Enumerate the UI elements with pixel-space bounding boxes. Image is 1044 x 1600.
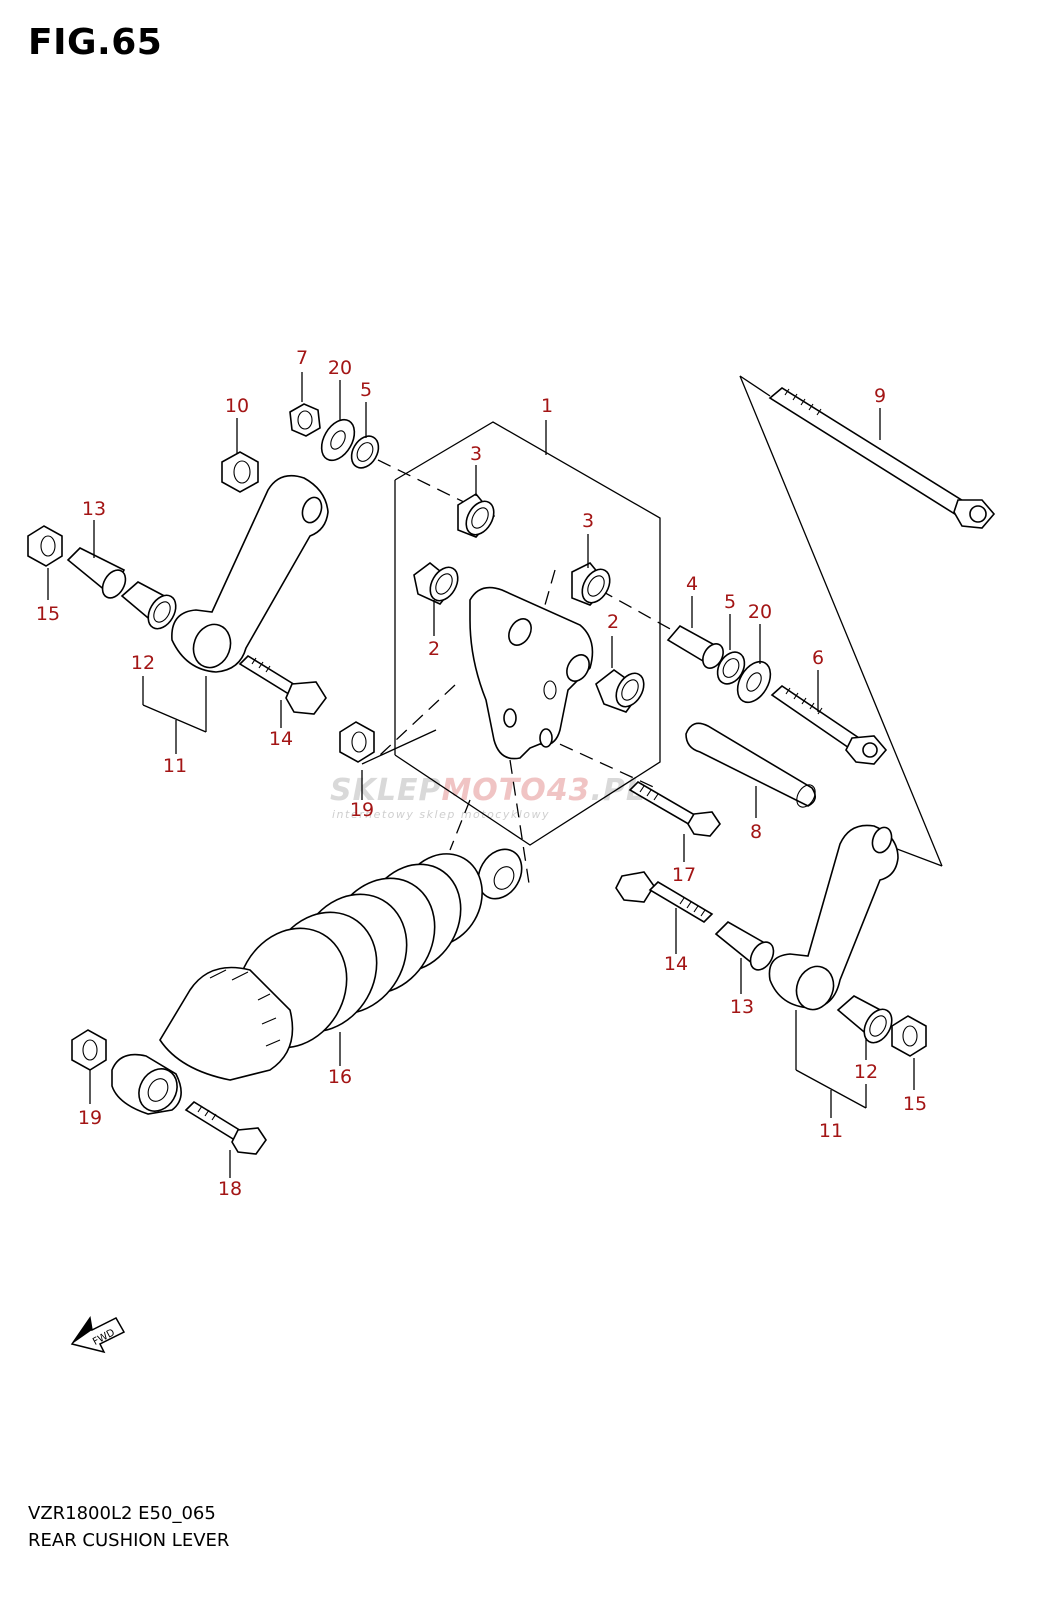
callout-11-right: 11 (819, 1120, 843, 1142)
part-1-group-outline (394, 421, 661, 846)
watermark-part1: SKLEP (330, 773, 441, 808)
leader-lines (47, 372, 915, 1178)
nut-15-right (891, 1015, 927, 1057)
callout-13-left: 13 (82, 498, 106, 520)
sleeve-4 (666, 624, 724, 669)
callout-13-right: 13 (730, 996, 754, 1018)
bolt-17 (628, 780, 721, 837)
callout-10: 10 (225, 395, 249, 417)
callout-3-upper: 3 (470, 443, 482, 465)
nut-19-lower (71, 1029, 107, 1071)
nut-7 (289, 403, 321, 437)
callout-6: 6 (812, 647, 824, 669)
bearing-3-upper (457, 492, 496, 538)
callout-8: 8 (750, 821, 762, 843)
bolt-long-9 (768, 387, 996, 529)
callout-2-right: 2 (607, 611, 619, 633)
callout-12-right: 12 (854, 1061, 878, 1083)
callouts: 1 2 2 3 3 4 5 5 6 7 8 9 10 11 11 12 12 1… (36, 347, 927, 1200)
bolt-6 (770, 684, 888, 765)
watermark: SKLEPMOTO43.PL internetowy sklep motocyk… (330, 773, 646, 821)
link-11-right (768, 824, 899, 1011)
model-code: VZR1800L2 E50_065 (28, 1503, 216, 1524)
forward-arrow-icon: FWD (70, 1316, 126, 1354)
bolt-14-left (238, 654, 327, 715)
nut-10 (221, 451, 259, 493)
callout-3-right: 3 (582, 510, 594, 532)
callout-14-right: 14 (664, 953, 688, 975)
callout-5-right: 5 (724, 591, 736, 613)
bearing-12-right (836, 995, 893, 1044)
callout-19-lower: 19 (78, 1107, 102, 1129)
tube-8 (685, 722, 816, 808)
callout-7: 7 (296, 347, 308, 369)
bearing-2-right (595, 669, 645, 713)
bearing-3-right (571, 561, 611, 606)
callout-18: 18 (218, 1178, 242, 1200)
callout-17: 17 (672, 864, 696, 886)
seal-5-right (716, 651, 746, 685)
collar-13-left (66, 547, 127, 599)
collar-13-right (714, 921, 775, 971)
seal-5-left (350, 435, 380, 469)
callout-1: 1 (541, 395, 553, 417)
callout-14-left: 14 (269, 728, 293, 750)
alignment-lines (377, 459, 691, 891)
figure-name: REAR CUSHION LEVER (28, 1530, 230, 1551)
watermark-part2: MOTO (441, 773, 546, 808)
figure-title: FIG.65 (28, 22, 163, 63)
nut-19-upper (339, 721, 375, 763)
callout-20-right: 20 (748, 601, 772, 623)
callout-2-left: 2 (428, 638, 440, 660)
washer-20-right (736, 660, 772, 704)
callout-12-left: 12 (131, 652, 155, 674)
link-11-left (171, 474, 329, 673)
callout-5-left: 5 (360, 379, 372, 401)
callout-19-upper: 19 (350, 799, 374, 821)
callout-20-left: 20 (328, 357, 352, 379)
svg-text:SKLEPMOTO43.PL: SKLEPMOTO43.PL (330, 773, 646, 808)
watermark-tagline: internetowy sklep motocyklowy (332, 808, 550, 821)
callout-15-right: 15 (903, 1093, 927, 1115)
watermark-part3: 43 (546, 773, 591, 808)
bolt-14-right (615, 871, 714, 924)
callout-9: 9 (874, 385, 886, 407)
bearing-2-left (413, 561, 459, 605)
callout-15-left: 15 (36, 603, 60, 625)
callout-16: 16 (328, 1066, 352, 1088)
bearing-12-left (120, 581, 177, 630)
nut-15-left (27, 525, 63, 567)
callout-11-left: 11 (163, 755, 187, 777)
shock-absorber-16 (111, 848, 523, 1115)
bolt-18 (184, 1100, 267, 1155)
callout-4: 4 (686, 573, 698, 595)
cushion-lever-1 (469, 586, 594, 760)
washer-20-left (320, 418, 356, 462)
